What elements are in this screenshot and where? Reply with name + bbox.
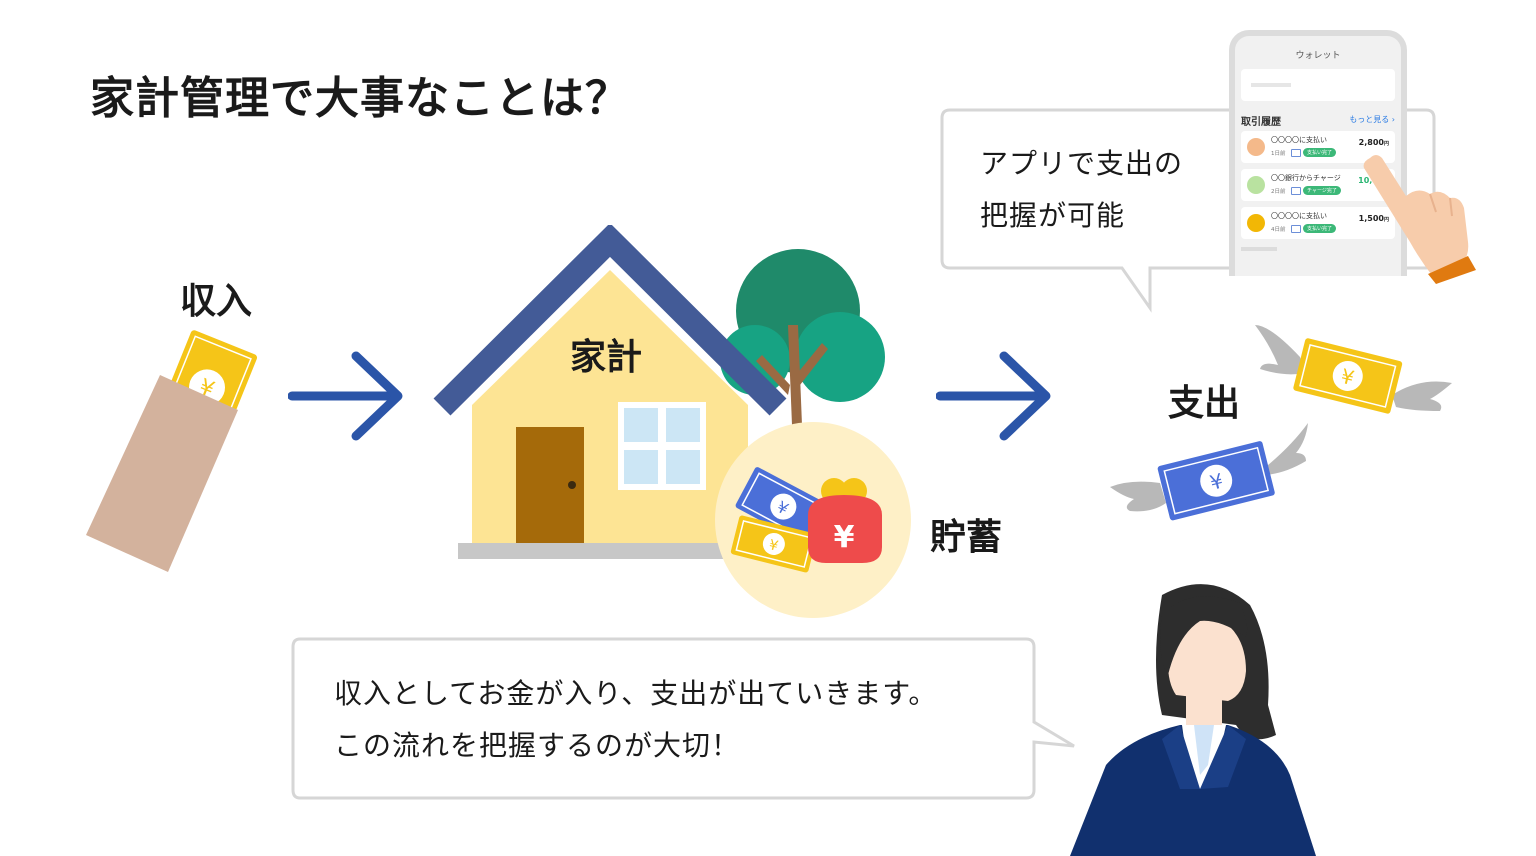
suit xyxy=(1070,725,1316,856)
transaction-status-badge: 支払い完了 xyxy=(1303,148,1337,157)
transaction-status-badge: 支払い完了 xyxy=(1303,224,1337,233)
income-arrow-icon xyxy=(288,351,403,441)
transaction-date: 2日前 xyxy=(1271,189,1286,195)
page-title: 家計管理で大事なことは？ xyxy=(90,73,630,124)
transaction-amount: 1,500円 xyxy=(1358,214,1389,223)
transaction-amount: 2,800円 xyxy=(1358,138,1389,147)
transaction-date: 4日前 xyxy=(1271,227,1286,233)
transaction-card-icon xyxy=(1291,187,1301,195)
flying-yellow-bill-icon: ¥ xyxy=(1255,325,1452,414)
household-illustration: ¥ ¥ ¥ xyxy=(433,225,911,618)
transaction-card-icon xyxy=(1291,149,1301,157)
main-bubble-line-1: 収入としてお金が入り、支出が出ていきます。 xyxy=(334,677,938,710)
transaction-dot-icon xyxy=(1247,138,1265,156)
transaction-dot-icon xyxy=(1247,214,1265,232)
expense-arrow-icon xyxy=(936,351,1051,441)
chevron-right-icon: › xyxy=(1391,115,1395,124)
face xyxy=(1167,617,1246,701)
main-bubble-text: 収入としてお金が入り、支出が出ていきます。 この流れを把握するのが大切！ xyxy=(334,668,937,772)
flying-blue-bill-icon: ¥ xyxy=(1110,423,1308,521)
svg-text:¥: ¥ xyxy=(767,537,780,555)
pointing-hand-icon xyxy=(1363,155,1476,284)
phone-section-title: 取引履歴 xyxy=(1241,117,1281,128)
phone-balance-card xyxy=(1241,69,1395,101)
phone-more-link[interactable]: もっと見る › xyxy=(1349,115,1395,124)
income-envelope-illustration: ¥ xyxy=(86,330,258,572)
transaction-name: 〇〇〇〇に支払い xyxy=(1271,212,1327,220)
income-label: 収入 xyxy=(180,281,253,322)
transaction-name: 〇〇銀行からチャージ xyxy=(1271,174,1341,182)
ground-bar xyxy=(458,543,758,559)
expense-label: 支出 xyxy=(1168,383,1241,424)
app-bubble-line-2: 把握が可能 xyxy=(980,199,1126,232)
advisor-woman-illustration xyxy=(1070,584,1316,856)
roof-icon xyxy=(433,225,787,416)
app-bubble-text: アプリで支出の 把握が可能 xyxy=(980,138,1183,242)
transaction-row[interactable]: 〇〇〇〇に支払い 1日前 支払い完了 2,800円 xyxy=(1241,131,1395,163)
savings-label: 貯蓄 xyxy=(930,517,1003,558)
transaction-row[interactable]: 〇〇〇〇に支払い 4日前 支払い完了 1,500円 xyxy=(1241,207,1395,239)
window-icon xyxy=(618,402,706,490)
svg-text:¥: ¥ xyxy=(1207,469,1225,495)
transaction-name: 〇〇〇〇に支払い xyxy=(1271,136,1327,144)
main-bubble-frame xyxy=(291,637,1075,800)
app-bubble-line-1: アプリで支出の xyxy=(980,147,1184,180)
svg-text:¥: ¥ xyxy=(834,520,855,555)
flying-bills-illustration: ¥ ¥ xyxy=(1110,325,1452,521)
house-wall xyxy=(472,270,748,543)
transaction-dot-icon xyxy=(1247,176,1265,194)
main-bubble-line-2: この流れを把握するのが大切！ xyxy=(334,729,741,762)
svg-text:¥: ¥ xyxy=(1338,364,1356,390)
transaction-date: 1日前 xyxy=(1271,151,1286,157)
household-label: 家計 xyxy=(570,337,643,378)
phone-header: ウォレット xyxy=(1295,51,1341,61)
envelope-icon xyxy=(86,375,238,572)
transaction-status-badge: チャージ完了 xyxy=(1303,186,1341,195)
savings-yellow-bill-icon: ¥ xyxy=(730,515,817,573)
purse-icon: ¥ xyxy=(808,478,882,563)
transaction-card-icon xyxy=(1291,225,1301,233)
tree-icon xyxy=(720,249,885,425)
